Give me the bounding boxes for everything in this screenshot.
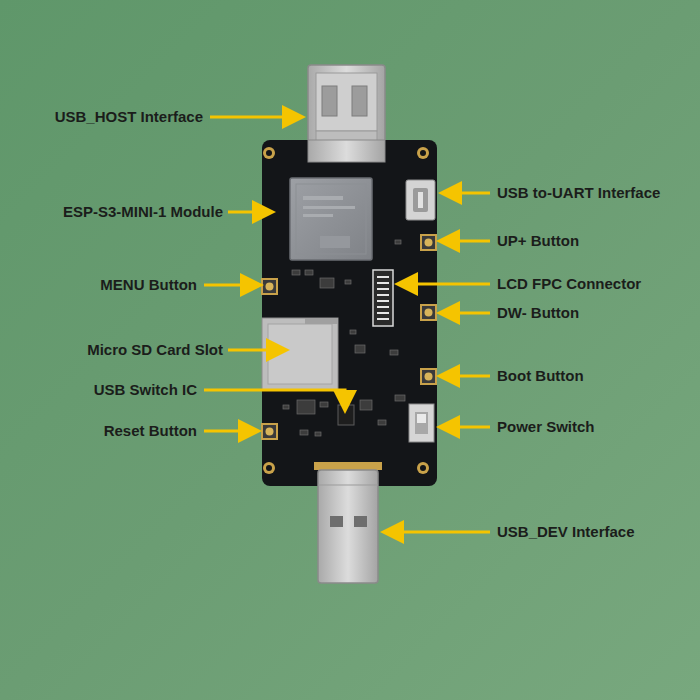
part-label: LCD FPC Connector	[497, 275, 641, 293]
part-label: USB Switch IC	[94, 381, 197, 399]
mounting-holes	[263, 147, 429, 474]
part-label: Micro SD Card Slot	[87, 341, 223, 359]
part-label: Power Switch	[497, 418, 595, 436]
leader-arrows	[204, 117, 490, 532]
fpc-connector	[373, 270, 393, 326]
esp-module	[290, 178, 372, 260]
usb-host-connector	[308, 65, 385, 162]
part-label: MENU Button	[100, 276, 197, 294]
pcb-board	[262, 140, 437, 486]
usb-dev-plug	[318, 470, 378, 583]
micro-usb-connector	[406, 180, 435, 220]
part-label: USB to-UART Interface	[497, 184, 660, 202]
part-label: ESP-S3-MINI-1 Module	[63, 203, 223, 221]
part-label: Reset Button	[104, 422, 197, 440]
part-label: USB_HOST Interface	[55, 108, 203, 126]
part-label: Boot Button	[497, 367, 584, 385]
power-switch	[409, 404, 434, 442]
sd-card-slot	[262, 318, 338, 390]
part-label: USB_DEV Interface	[497, 523, 635, 541]
part-label: UP+ Button	[497, 232, 579, 250]
part-label: DW- Button	[497, 304, 579, 322]
